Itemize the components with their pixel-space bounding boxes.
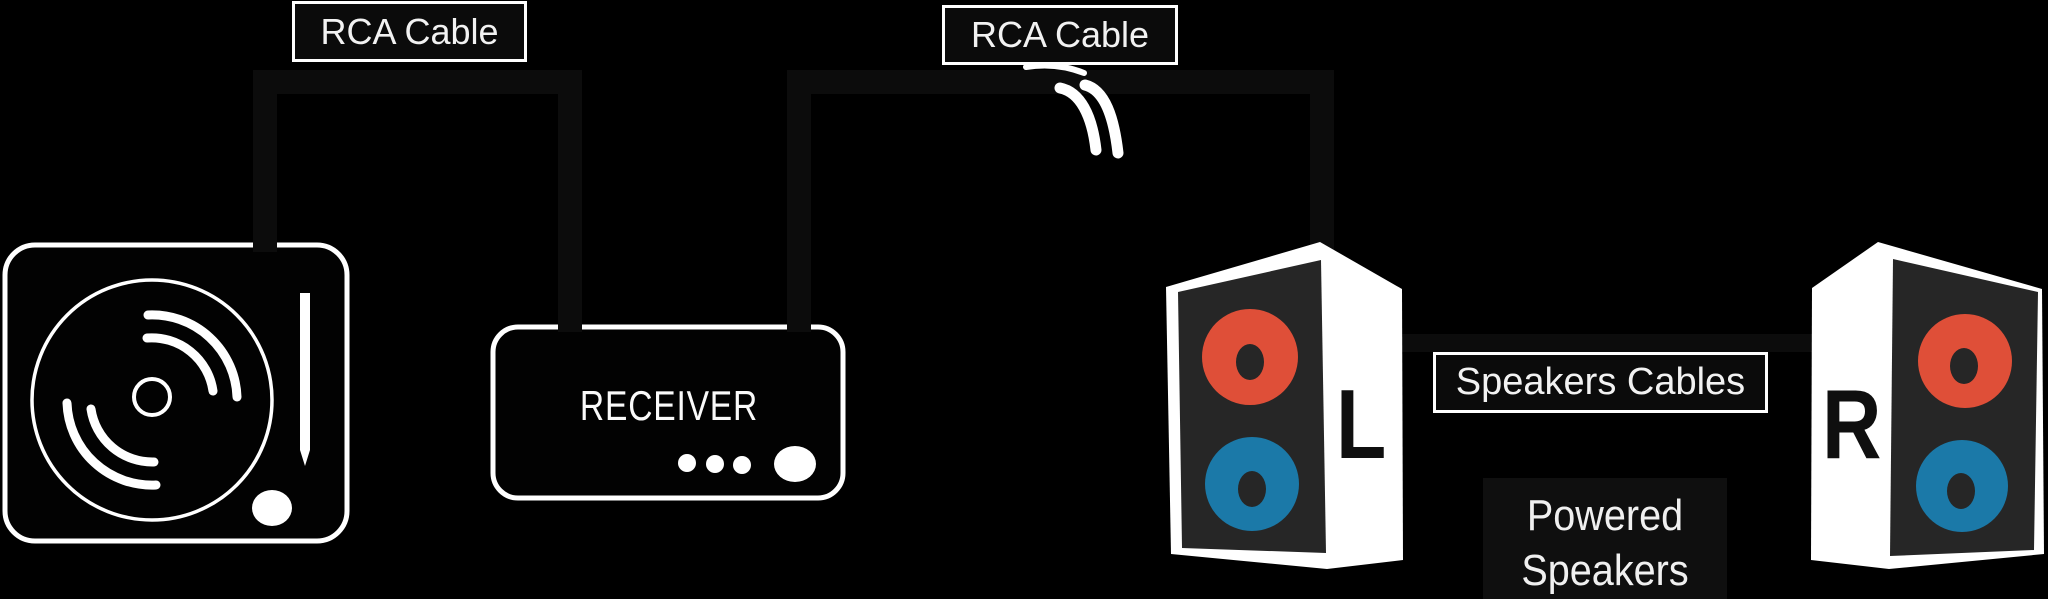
left-speaker-letter: L bbox=[1336, 369, 1387, 479]
turntable-button-icon bbox=[252, 490, 292, 526]
label-speakers-cables: Speakers Cables bbox=[1433, 352, 1768, 413]
vinyl-center-hole-icon bbox=[132, 377, 172, 417]
rca-cable-right-line bbox=[787, 70, 1334, 332]
receiver-dots-icon bbox=[678, 454, 751, 474]
speaker-left-woofer-blue-hole bbox=[1238, 471, 1266, 507]
powered-speakers-caption: Powered Speakers bbox=[1483, 478, 1727, 599]
powered-speakers-line1: Powered bbox=[1526, 491, 1684, 540]
receiver-label: RECEIVER bbox=[579, 382, 759, 429]
receiver-icon bbox=[490, 324, 846, 501]
vinyl-platter-icon bbox=[30, 278, 274, 522]
speaker-right-icon bbox=[1811, 242, 2044, 569]
speaker-right-woofer-blue-hole bbox=[1947, 473, 1975, 509]
powered-speakers-line2: Speakers bbox=[1521, 546, 1689, 595]
receiver-knob-icon bbox=[774, 446, 816, 482]
speaker-left-icon bbox=[1166, 242, 1403, 569]
label-speakers-cables-text: Speakers Cables bbox=[1455, 361, 1746, 403]
receiver-body bbox=[490, 324, 846, 501]
speaker-left-woofer-red-hole bbox=[1236, 344, 1264, 380]
tonearm-icon bbox=[300, 293, 310, 466]
rca-cable-left-line bbox=[253, 70, 582, 332]
speaker-cable-line bbox=[1400, 334, 1815, 352]
label-rca-cable-left: RCA Cable bbox=[292, 1, 527, 62]
speaker-right-woofer-red-hole bbox=[1950, 348, 1978, 384]
turntable-body bbox=[2, 242, 350, 544]
turntable-icon bbox=[2, 242, 350, 544]
right-speaker-letter: R bbox=[1822, 369, 1882, 479]
label-rca-cable-right-text: RCA Cable bbox=[970, 14, 1150, 55]
vinyl-grooves-icon bbox=[62, 310, 242, 490]
label-rca-cable-left-text: RCA Cable bbox=[320, 10, 499, 52]
cable-swoosh-icon bbox=[1023, 62, 1124, 159]
label-rca-cable-right: RCA Cable bbox=[942, 5, 1178, 65]
